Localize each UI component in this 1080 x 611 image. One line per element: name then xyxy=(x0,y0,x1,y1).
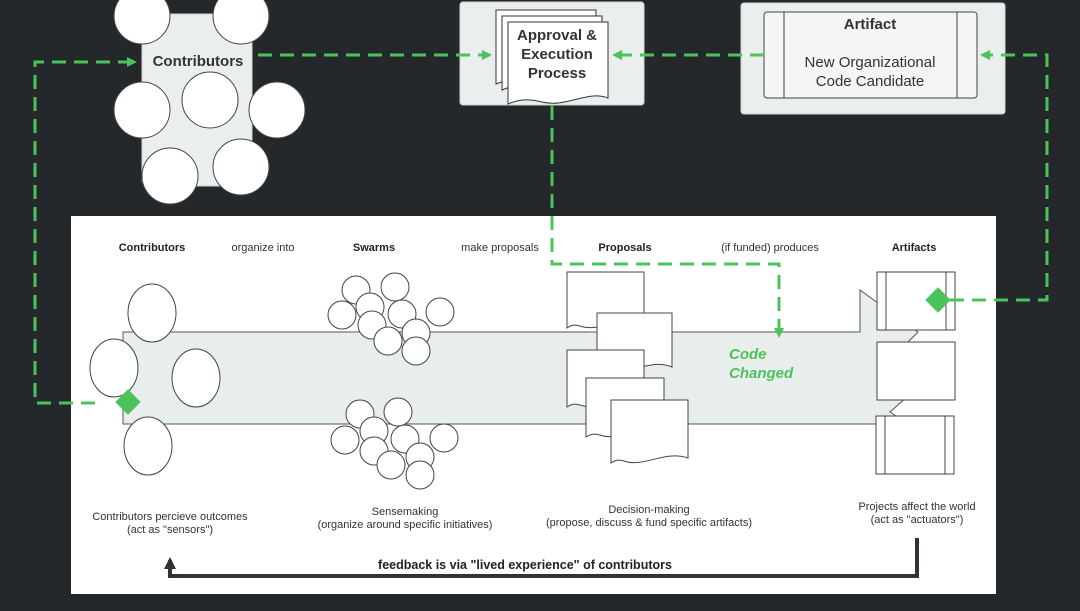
approval-line-3: Process xyxy=(528,65,586,82)
contributor-ellipse xyxy=(89,338,139,398)
approval-line-2: Execution xyxy=(521,46,593,63)
header-proposals: Proposals xyxy=(598,242,651,254)
header-swarms: Swarms xyxy=(353,242,395,254)
contributor-ellipses xyxy=(89,283,221,476)
contributor-ellipse xyxy=(127,283,177,343)
caption-proposals-line-2: (propose, discuss & fund specific artifa… xyxy=(546,517,752,529)
approval-line-1: Approval & xyxy=(517,27,597,44)
header-organize-into: organize into xyxy=(232,242,295,254)
header-artifacts: Artifacts xyxy=(892,242,937,254)
swarm-member xyxy=(401,336,431,366)
artifact-candidate-group: Artifact New Organizational Code Candida… xyxy=(740,2,1006,115)
contributor-ellipse xyxy=(123,416,173,476)
contributor-circle xyxy=(212,0,270,45)
contributor-ellipse xyxy=(171,348,221,408)
contributor-circle xyxy=(141,147,199,205)
caption-contributors-line-2: (act as "sensors") xyxy=(127,524,213,536)
caption-proposals-line-1: Decision-making xyxy=(608,504,689,516)
proposal-doc xyxy=(610,399,689,464)
connector-diamond-artifacts xyxy=(925,287,951,313)
swarm-cluster-top xyxy=(327,272,455,366)
contributor-circle xyxy=(212,138,270,196)
connector-artifacts-to-candidate xyxy=(950,50,1049,302)
contributor-circle xyxy=(113,0,171,45)
swarm-member xyxy=(405,460,435,490)
top-contributors-group: Contributors xyxy=(113,0,306,205)
connector-endpoints xyxy=(115,287,951,415)
green-connectors xyxy=(33,50,1049,405)
artifact-boxes xyxy=(875,271,956,475)
swarm-member xyxy=(330,425,360,455)
artifact-line-1: New Organizational xyxy=(805,54,936,71)
document-stack-front xyxy=(507,21,609,105)
header-contributors: Contributors xyxy=(119,242,186,254)
swarm-member xyxy=(327,300,357,330)
swarm-member xyxy=(429,423,459,453)
feedback-arrow xyxy=(164,538,919,578)
contributor-circle xyxy=(113,81,171,139)
code-changed-line-2: Changed xyxy=(729,365,794,382)
caption-artifacts-line-1: Projects affect the world xyxy=(858,501,975,513)
connector-diamond-contributors xyxy=(115,389,141,415)
caption-artifacts-line-2: (act as "actuators") xyxy=(871,514,964,526)
caption-swarms-line-2: (organize around specific initiatives) xyxy=(318,519,493,531)
artifact-box-3 xyxy=(875,415,955,475)
connector-contributors-loop xyxy=(33,57,137,405)
contributor-circle xyxy=(181,71,239,129)
code-changed-line-1: Code xyxy=(729,346,767,363)
approval-process-group: Approval & Execution Process xyxy=(459,1,645,106)
swarm-member xyxy=(376,450,406,480)
swarm-member xyxy=(425,297,455,327)
feedback-label: feedback is via "lived experience" of co… xyxy=(378,558,672,572)
header-make-proposals: make proposals xyxy=(461,242,539,254)
caption-contributors-line-1: Contributors percieve outcomes xyxy=(92,511,248,523)
swarm-cluster-bottom xyxy=(330,397,459,490)
connector-approval-to-code-changed xyxy=(550,106,784,338)
artifact-line-2: Code Candidate xyxy=(816,73,924,90)
artifact-box-2 xyxy=(876,341,956,401)
swarm-member xyxy=(383,397,413,427)
artifact-title: Artifact xyxy=(844,16,897,33)
swarm-member xyxy=(373,326,403,356)
proposal-documents xyxy=(566,271,689,464)
header-if-funded-produces: (if funded) produces xyxy=(721,242,819,254)
swarm-member xyxy=(380,272,410,302)
contributor-circle xyxy=(248,81,306,139)
top-contributors-label: Contributors xyxy=(153,53,244,70)
caption-swarms-line-1: Sensemaking xyxy=(372,506,439,518)
process-panel: Contributors organize into Swarms make p… xyxy=(71,216,996,594)
